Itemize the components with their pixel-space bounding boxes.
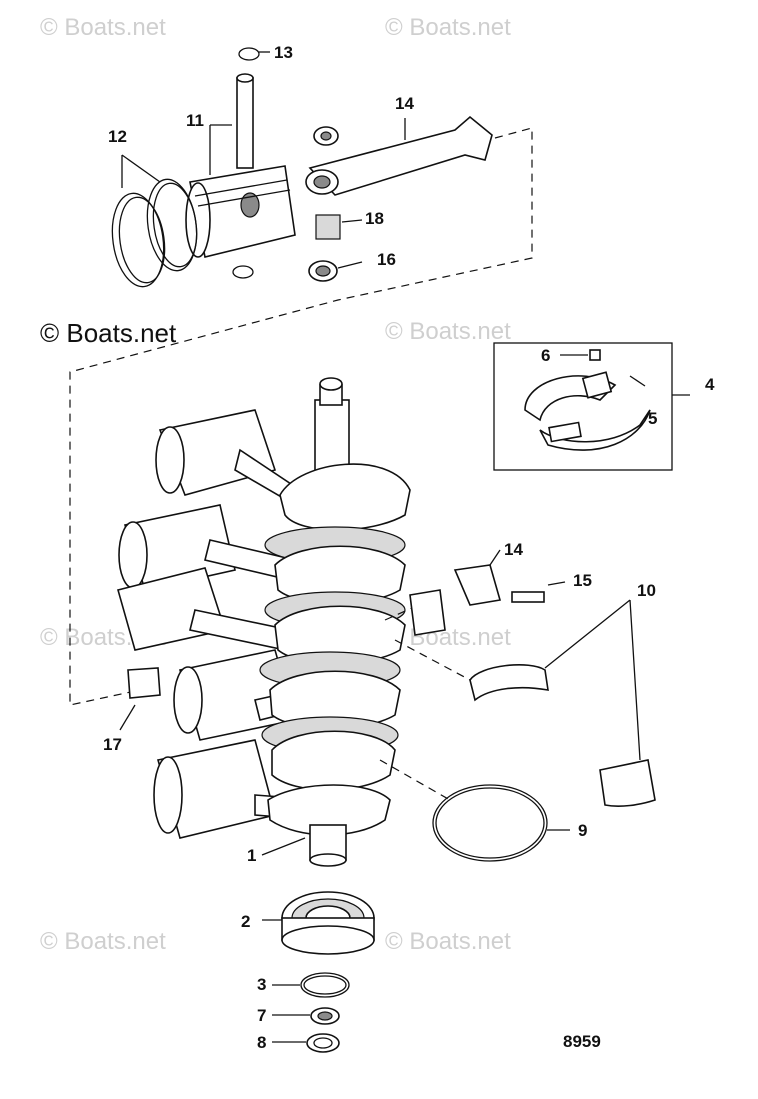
callout-9: 9 (578, 821, 588, 840)
watermark: © Boats.net (385, 928, 511, 955)
main-bearing-10b (599, 759, 656, 807)
watermark: © Boats.net (385, 14, 511, 41)
callout-4: 4 (705, 375, 715, 394)
watermark: © Boats.net (385, 318, 511, 345)
callout-17: 17 (103, 735, 122, 754)
clip (232, 265, 254, 279)
watermark: © Boats.net (40, 14, 166, 41)
retaining-ring-3 (300, 972, 350, 998)
rod-cap-14 (453, 564, 502, 606)
watermark: © Boats.net (385, 624, 511, 651)
connecting-rod-14 (305, 115, 493, 196)
bearing-cage (409, 589, 446, 636)
bearing-cage-17 (127, 667, 161, 699)
inset-box-4 (493, 342, 673, 471)
main-bearing-10a (469, 664, 549, 702)
piston-rings-12 (111, 178, 198, 288)
callout-8: 8 (257, 1033, 267, 1052)
callout-11: 11 (186, 111, 204, 130)
callout-2: 2 (241, 912, 251, 931)
callout-14-lower: 14 (504, 540, 523, 559)
callout-16: 16 (377, 250, 396, 269)
watermark: © Boats.net (40, 928, 166, 955)
piston-11 (185, 165, 296, 258)
callout-7: 7 (257, 1006, 267, 1025)
seal-ring-4 (524, 371, 651, 451)
needle-bearing-18 (315, 214, 341, 240)
callout-5: 5 (648, 409, 658, 428)
snap-ring-9 (432, 784, 548, 862)
ball-bearing-2 (281, 891, 375, 955)
callout-15: 15 (573, 571, 592, 590)
callout-1: 1 (247, 846, 257, 865)
callout-13: 13 (274, 43, 293, 62)
rod-bolt-15 (511, 591, 545, 603)
callout-10: 10 (637, 581, 656, 600)
callout-18: 18 (365, 209, 384, 228)
watermark-dark: © Boats.net (40, 318, 177, 348)
screw-5 (629, 375, 646, 387)
nut-6 (589, 349, 601, 361)
callout-3: 3 (257, 975, 267, 994)
callout-14: 14 (395, 94, 414, 113)
piston-pin-clip-13 (238, 47, 260, 61)
callout-6: 6 (541, 346, 551, 365)
callout-12: 12 (108, 127, 127, 146)
crankshaft-assembly (117, 377, 411, 867)
dashed-boundary-upper (69, 127, 533, 706)
piston-pin-11 (236, 77, 254, 169)
washer-8 (306, 1033, 340, 1053)
figure-number: 8959 (563, 1032, 601, 1051)
